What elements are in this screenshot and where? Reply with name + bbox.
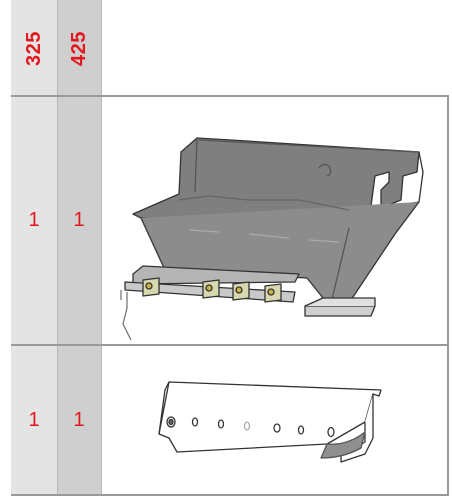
column-divider bbox=[57, 0, 58, 496]
column-header-325-label: 325 bbox=[22, 30, 45, 66]
row-divider bbox=[11, 344, 449, 346]
row-divider bbox=[11, 494, 449, 496]
column-header-425-label: 425 bbox=[67, 30, 90, 66]
column-divider bbox=[101, 0, 102, 496]
quantity-425: 1 bbox=[73, 208, 85, 231]
column-header-425: 425 bbox=[57, 0, 101, 96]
column-header-325: 325 bbox=[11, 0, 57, 96]
quantity-325: 1 bbox=[28, 408, 40, 431]
burner-box-with-burners-icon bbox=[120, 137, 424, 341]
column-325-band bbox=[11, 0, 57, 496]
table-border bbox=[447, 96, 449, 496]
quantity-425: 1 bbox=[73, 408, 85, 431]
quantity-325: 1 bbox=[28, 208, 40, 231]
row-divider bbox=[11, 95, 449, 97]
heat-shield-icon bbox=[158, 381, 382, 463]
parts-table: 325 425 1 1 bbox=[11, 0, 449, 496]
column-425-band bbox=[57, 0, 101, 496]
